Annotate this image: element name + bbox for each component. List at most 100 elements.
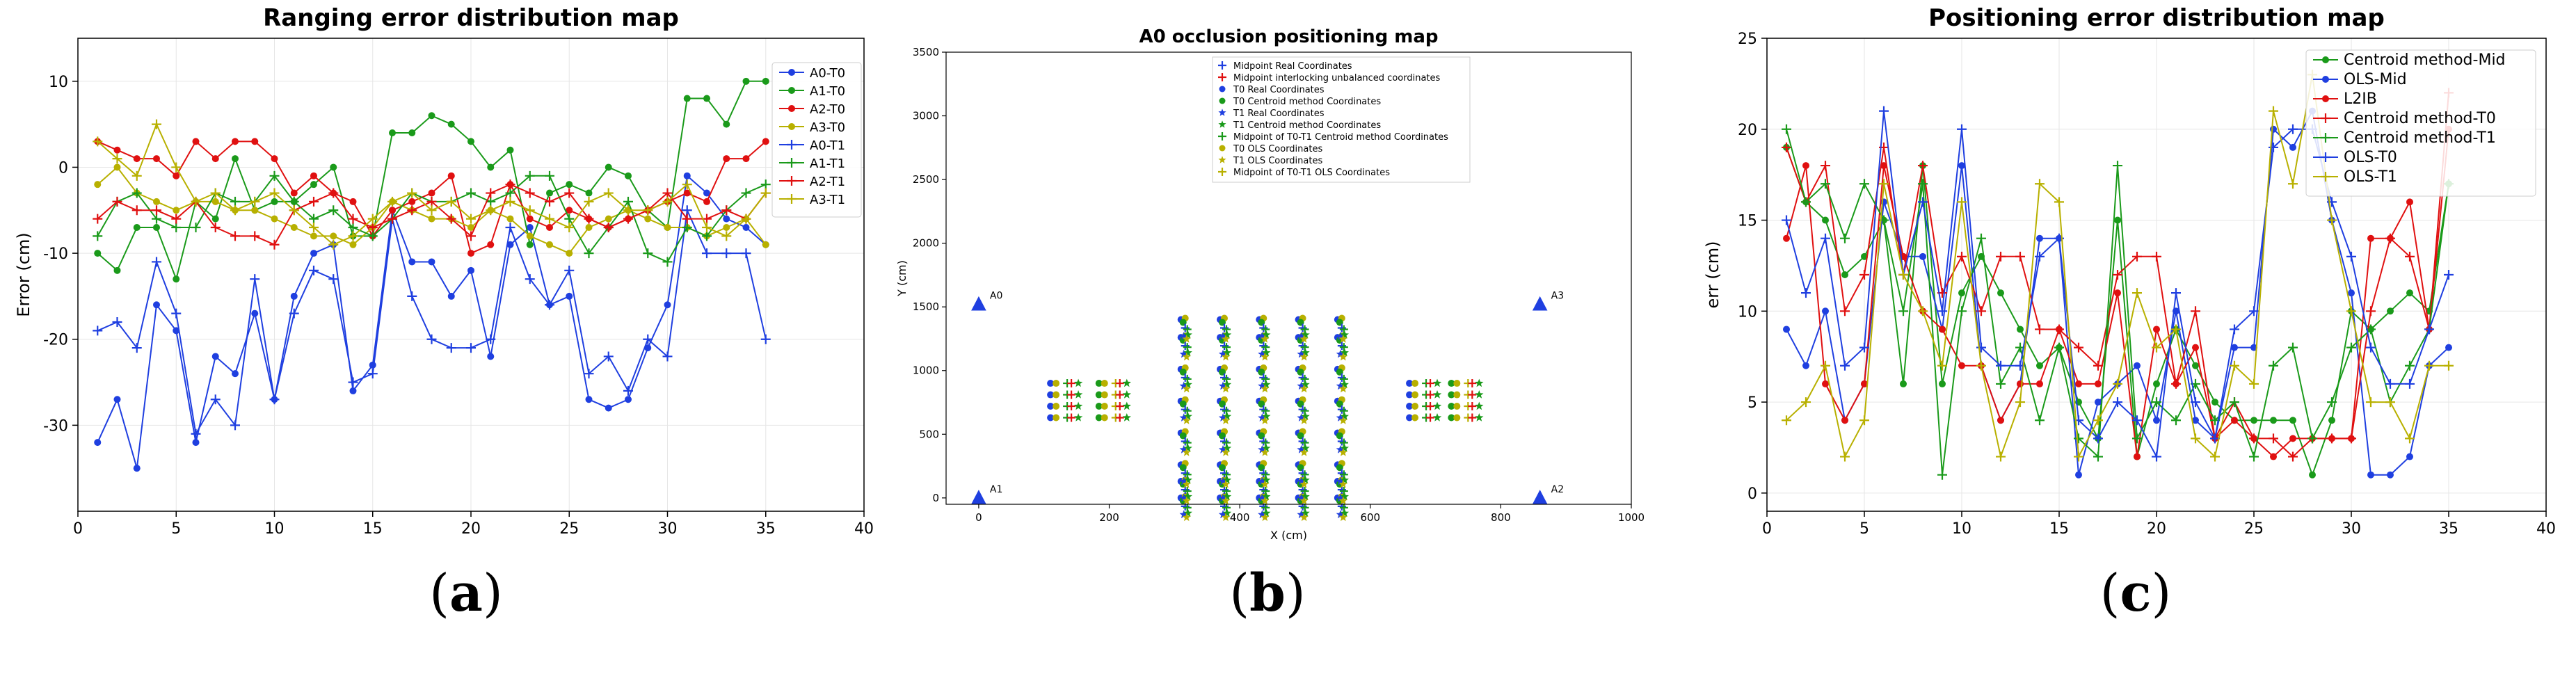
- data-point: [407, 205, 417, 216]
- data-point: [426, 196, 437, 207]
- point-side-unbalanced: [1426, 402, 1435, 411]
- point-t1-centroid: [1262, 348, 1271, 357]
- legend-marker: [1219, 86, 1226, 93]
- y-tick-label: 5: [1747, 394, 1757, 412]
- point-t1-ols: [1182, 496, 1191, 505]
- point-side-t1: [1122, 413, 1131, 422]
- legend-label: T1 Real Coordinates: [1233, 109, 1325, 119]
- x-tick-label: 1000: [1618, 511, 1645, 524]
- data-point: [2113, 161, 2122, 171]
- data-point: [2074, 433, 2083, 444]
- point-t1-centroid: [1340, 444, 1349, 452]
- data-point: [1918, 197, 1928, 207]
- data-point: [506, 241, 514, 248]
- data-point: [1822, 380, 1829, 387]
- point-t1-ols: [1299, 335, 1309, 343]
- point-t1-real: [1336, 332, 1345, 340]
- data-point: [2288, 124, 2298, 134]
- point-t1-real: [1218, 381, 1228, 390]
- data-point: [466, 343, 476, 353]
- point-side: [1095, 391, 1103, 399]
- point-t1-ols: [1261, 513, 1270, 522]
- point-side-t1: [1475, 378, 1484, 387]
- point-mid-centroid: [1261, 503, 1270, 512]
- point-side-unbalanced: [1468, 390, 1477, 399]
- data-point: [1841, 417, 1848, 424]
- data-point: [310, 232, 317, 240]
- data-point: [112, 317, 122, 327]
- data-point: [289, 308, 299, 319]
- point-t1-ols: [1221, 384, 1231, 393]
- point-t1-real: [1179, 510, 1188, 519]
- point-side-unbalanced: [1115, 413, 1124, 422]
- data-point: [2289, 143, 2296, 151]
- point-side: [1047, 391, 1055, 399]
- point-t1-real: [1258, 493, 1267, 502]
- data-point: [2250, 344, 2257, 351]
- data-point: [703, 198, 710, 205]
- x-tick-label: 600: [1360, 511, 1380, 524]
- data-point: [526, 224, 534, 231]
- data-point: [2035, 415, 2045, 426]
- data-point: [584, 196, 594, 207]
- data-point: [466, 231, 476, 241]
- x-tick-label: 0: [73, 520, 83, 538]
- data-point: [93, 214, 103, 224]
- legend-label: T0 OLS Coordinates: [1233, 144, 1322, 154]
- data-point: [1840, 360, 1850, 371]
- anchor-label: A3: [1551, 291, 1564, 302]
- data-point: [133, 465, 141, 472]
- data-point: [328, 188, 339, 198]
- data-point: [173, 275, 180, 283]
- data-point: [2405, 360, 2415, 371]
- legend-label: OLS-Mid: [2344, 71, 2407, 88]
- data-point: [585, 224, 593, 231]
- legend-label: T0 Real Coordinates: [1233, 85, 1325, 95]
- point-t1-centroid: [1183, 330, 1192, 339]
- data-point: [1919, 252, 1926, 260]
- point-t1-ols: [1299, 479, 1309, 488]
- data-point: [2288, 179, 2298, 189]
- data-point: [723, 120, 730, 128]
- point-t1-ols: [1338, 513, 1347, 522]
- legend-label: Centroid method-Mid: [2344, 51, 2506, 69]
- data-point: [525, 170, 535, 181]
- point-side: [1406, 380, 1414, 387]
- data-point: [1841, 271, 1848, 278]
- data-point: [113, 163, 121, 171]
- point-mid-centroid: [1300, 470, 1309, 479]
- point-side-t1: [1432, 390, 1442, 399]
- data-point: [1958, 162, 1965, 170]
- data-point: [173, 207, 180, 214]
- legend-marker: [788, 123, 795, 130]
- anchor-label: A1: [990, 484, 1002, 495]
- legend-marker: [2321, 152, 2330, 162]
- point-side: [1095, 403, 1103, 410]
- x-tick-label: 35: [2439, 520, 2458, 538]
- legend-marker: [787, 194, 797, 204]
- data-point: [211, 215, 219, 223]
- point-t1-real: [1297, 349, 1306, 358]
- point-t1-real: [1218, 349, 1228, 358]
- point-t1-ols: [1338, 335, 1347, 343]
- data-point: [2093, 433, 2103, 444]
- legend-label: T0 Centroid method Coordinates: [1233, 97, 1381, 107]
- point-t1-centroid: [1301, 508, 1310, 517]
- point-t1-centroid: [1222, 348, 1232, 357]
- data-point: [133, 155, 141, 163]
- data-point: [760, 334, 771, 344]
- y-axis-label: Error (cm): [14, 232, 33, 316]
- data-point: [1996, 360, 2006, 371]
- data-point: [2289, 417, 2296, 424]
- data-point: [152, 205, 161, 216]
- point-t1-ols: [1338, 496, 1347, 505]
- point-mid-centroid: [1183, 374, 1192, 383]
- data-point: [2367, 234, 2374, 242]
- data-point: [683, 95, 691, 102]
- data-point: [1996, 251, 2006, 262]
- point-t1-real: [1297, 381, 1306, 390]
- data-point: [486, 188, 496, 198]
- y-tick-label: 1000: [913, 364, 939, 377]
- data-point: [1822, 307, 1829, 315]
- y-tick-label: 10: [49, 74, 68, 91]
